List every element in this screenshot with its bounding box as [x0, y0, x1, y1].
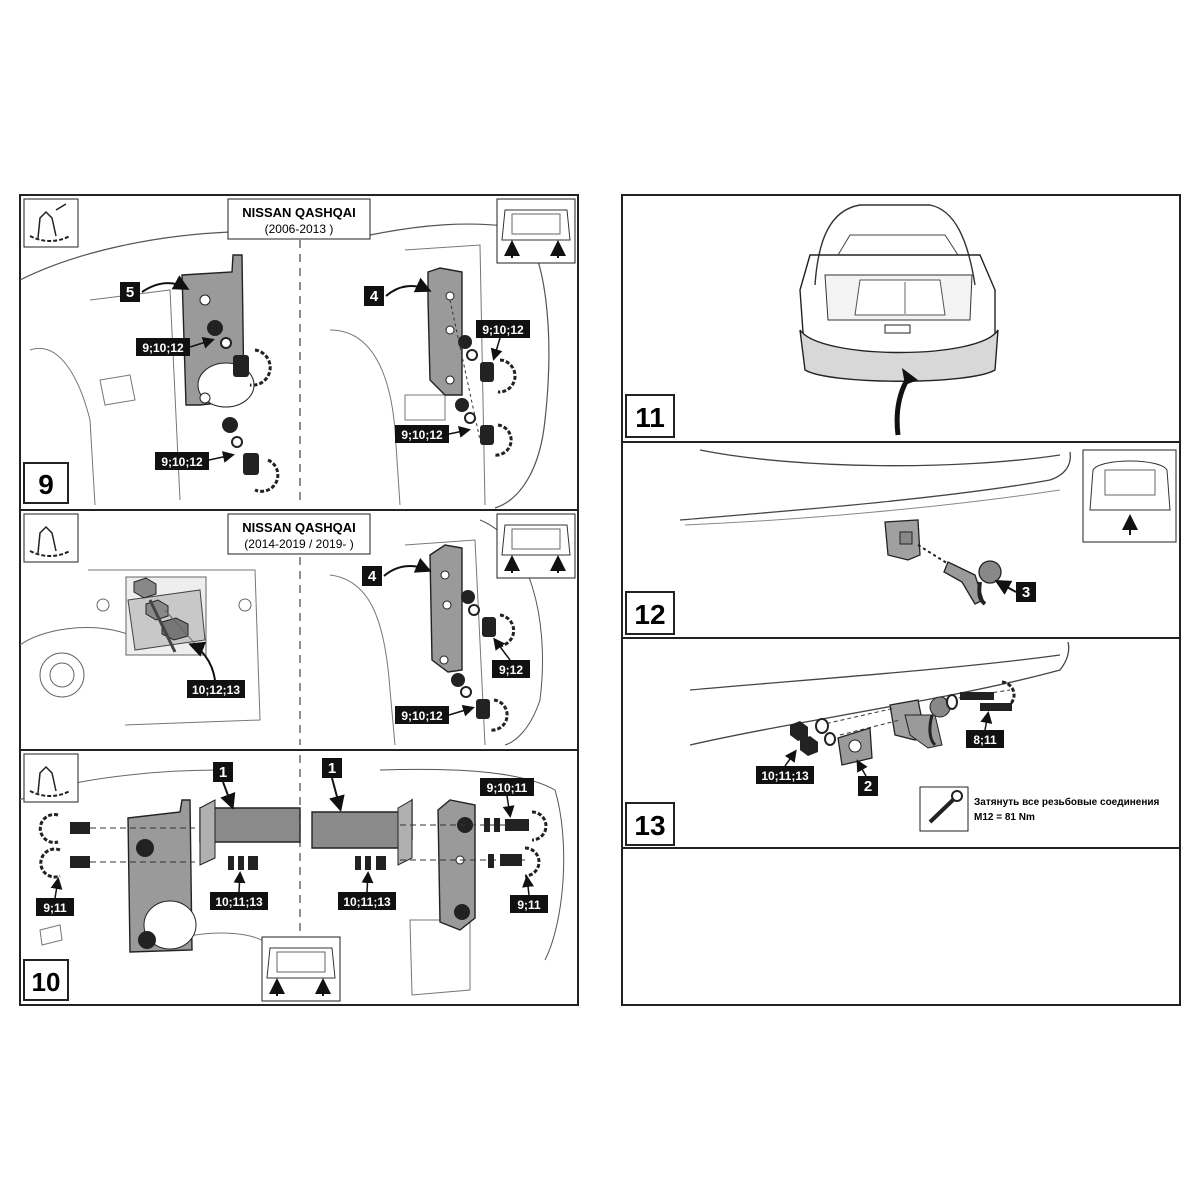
bolt-label: 9;10;11 — [480, 778, 534, 818]
panel-step-11: 11 — [625, 204, 999, 438]
svg-text:11: 11 — [635, 402, 665, 433]
svg-text:9;10;12: 9;10;12 — [142, 341, 184, 355]
bolt-label: 9;12 — [492, 637, 530, 678]
svg-text:8;11: 8;11 — [973, 733, 997, 747]
part-label-4: 4 — [362, 557, 432, 586]
bolt-label: 10;11;13 — [210, 871, 268, 910]
car-rear-view-icon — [261, 936, 341, 1002]
bolt-label: 10;11;13 — [756, 749, 814, 784]
bolt-label: 9;11 — [510, 875, 548, 913]
svg-text:9;10;12: 9;10;12 — [401, 709, 443, 723]
torque-note-line2: M12 = 81 Nm — [974, 812, 1035, 823]
svg-text:1: 1 — [219, 764, 227, 781]
panel-step-9: NISSAN QASHQAI (2006-2013 ) 5 — [19, 198, 576, 509]
car-years: (2014-2019 / 2019- ) — [244, 537, 353, 551]
svg-text:2: 2 — [864, 778, 872, 795]
car-rear-view-icon — [496, 198, 576, 264]
car-rear-view-icon — [496, 513, 576, 579]
svg-text:3: 3 — [1022, 584, 1030, 601]
svg-text:9;11: 9;11 — [517, 898, 541, 912]
wrench-hand-icon — [23, 753, 79, 803]
svg-text:9: 9 — [38, 469, 54, 500]
step-number-9: 9 — [23, 462, 69, 504]
step-number-10: 10 — [23, 959, 69, 1001]
part-label-1: 1 — [213, 762, 236, 810]
bolt-label: 10;12;13 — [187, 641, 245, 698]
svg-text:12: 12 — [634, 599, 665, 630]
svg-text:13: 13 — [634, 810, 665, 841]
car-title-box: NISSAN QASHQAI (2006-2013 ) — [227, 198, 371, 240]
wrench-hand-icon — [23, 513, 79, 563]
car-rear-view-icon — [1082, 449, 1177, 543]
bolt-label: 9;10;12 — [395, 704, 475, 724]
panel-step-10: 1 9;11 10;11;13 — [19, 753, 565, 1002]
bolt-label: 9;11 — [36, 877, 74, 916]
part-label-1: 1 — [322, 758, 345, 812]
svg-text:9;10;12: 9;10;12 — [161, 455, 203, 469]
step-number-12: 12 — [625, 591, 675, 635]
panel-step-9-variant: NISSAN QASHQAI (2014-2019 / 2019- ) 10;1… — [19, 513, 576, 746]
svg-text:10;12;13: 10;12;13 — [192, 683, 240, 697]
part-label-4: 4 — [364, 277, 432, 306]
car-title-box: NISSAN QASHQAI (2014-2019 / 2019- ) — [227, 513, 371, 555]
svg-text:9;12: 9;12 — [499, 663, 523, 677]
panel-step-12: 3 12 — [625, 449, 1177, 635]
car-title: NISSAN QASHQAI — [242, 520, 355, 535]
torque-note: Затянуть все резьбовые соединения M12 = … — [919, 786, 1160, 832]
bolt-label: 9;10;12 — [476, 320, 530, 361]
part-label-2: 2 — [856, 759, 878, 796]
car-title: NISSAN QASHQAI — [242, 205, 355, 220]
bolt-label: 8;11 — [966, 711, 1004, 748]
svg-text:5: 5 — [126, 284, 134, 301]
svg-text:9;10;11: 9;10;11 — [487, 781, 528, 795]
torque-wrench-icon — [928, 790, 963, 824]
svg-text:10;11;13: 10;11;13 — [215, 895, 263, 909]
step-number-11: 11 — [625, 394, 675, 438]
svg-text:4: 4 — [370, 288, 379, 305]
svg-text:4: 4 — [368, 568, 377, 585]
step-number-13: 13 — [625, 802, 675, 846]
panel-step-13: 10;11;13 8;11 2 Затянуть все резьбовые с… — [625, 641, 1160, 846]
weld-nut-detail — [125, 576, 207, 656]
svg-text:9;10;12: 9;10;12 — [401, 428, 443, 442]
torque-note-line1: Затянуть все резьбовые соединения — [974, 796, 1160, 808]
part-label-5: 5 — [120, 275, 190, 302]
bolt-label: 9;10;12 — [395, 425, 471, 443]
wrench-hand-icon — [23, 198, 79, 248]
svg-text:10;11;13: 10;11;13 — [343, 895, 391, 909]
svg-text:9;10;12: 9;10;12 — [482, 323, 524, 337]
svg-text:1: 1 — [328, 760, 336, 777]
part-label-3: 3 — [994, 580, 1036, 602]
car-years: (2006-2013 ) — [265, 222, 334, 236]
bolt-label: 9;10;12 — [136, 337, 215, 356]
bolt-label: 10;11;13 — [338, 871, 396, 910]
bolt-label: 9;10;12 — [155, 451, 235, 470]
svg-text:10;11;13: 10;11;13 — [761, 769, 809, 783]
svg-text:10: 10 — [32, 967, 61, 997]
svg-text:9;11: 9;11 — [43, 901, 67, 915]
